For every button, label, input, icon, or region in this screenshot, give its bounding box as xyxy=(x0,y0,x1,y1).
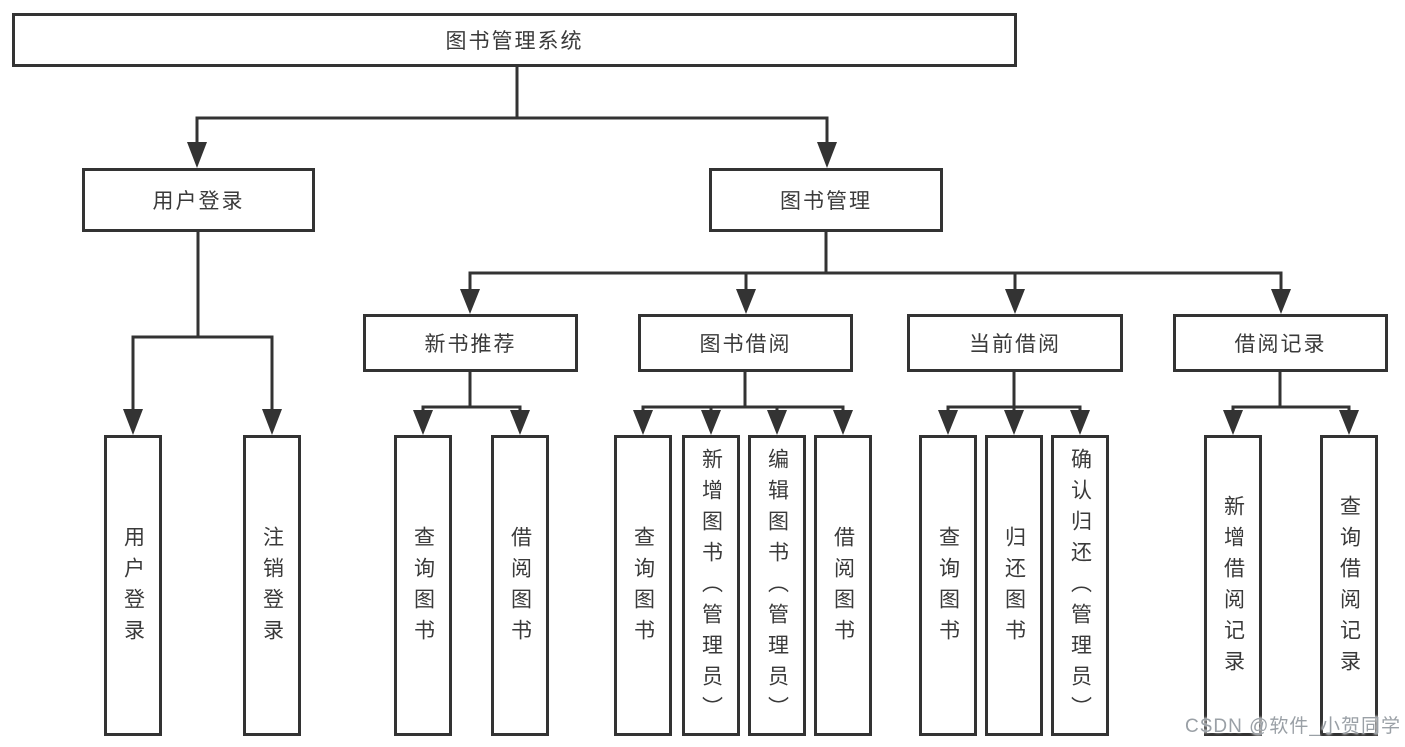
node-borrow-record: 借阅记录 xyxy=(1173,314,1388,372)
leaf-recommend-borrow-books: 借阅图书 xyxy=(491,435,549,736)
leaf-recommend-query-books: 查询图书 xyxy=(394,435,452,736)
leaf-add-books-admin: 新增图书（管理员） xyxy=(682,435,740,736)
leaf-return-books: 归还图书 xyxy=(985,435,1043,736)
arrowheads xyxy=(123,142,1359,435)
leaf-borrow-books: 借阅图书 xyxy=(814,435,872,736)
leaf-query-borrow-record: 查询借阅记录 xyxy=(1320,435,1378,736)
leaf-add-borrow-record: 新增借阅记录 xyxy=(1204,435,1262,736)
leaf-logout: 注销登录 xyxy=(243,435,301,736)
leaf-user-login: 用户登录 xyxy=(104,435,162,736)
leaf-current-query-books: 查询图书 xyxy=(919,435,977,736)
node-new-book-recommend: 新书推荐 xyxy=(363,314,578,372)
leaf-borrow-query-books: 查询图书 xyxy=(614,435,672,736)
csdn-watermark: CSDN @软件_小贺同学 xyxy=(1185,716,1401,737)
node-book-borrow: 图书借阅 xyxy=(638,314,853,372)
leaf-edit-books-admin: 编辑图书（管理员） xyxy=(748,435,806,736)
node-library-management-system: 图书管理系统 xyxy=(12,13,1017,67)
node-user-login: 用户登录 xyxy=(82,168,315,232)
leaf-confirm-return-admin: 确认归还（管理员） xyxy=(1051,435,1109,736)
node-current-borrow: 当前借阅 xyxy=(907,314,1123,372)
node-book-management: 图书管理 xyxy=(709,168,943,232)
